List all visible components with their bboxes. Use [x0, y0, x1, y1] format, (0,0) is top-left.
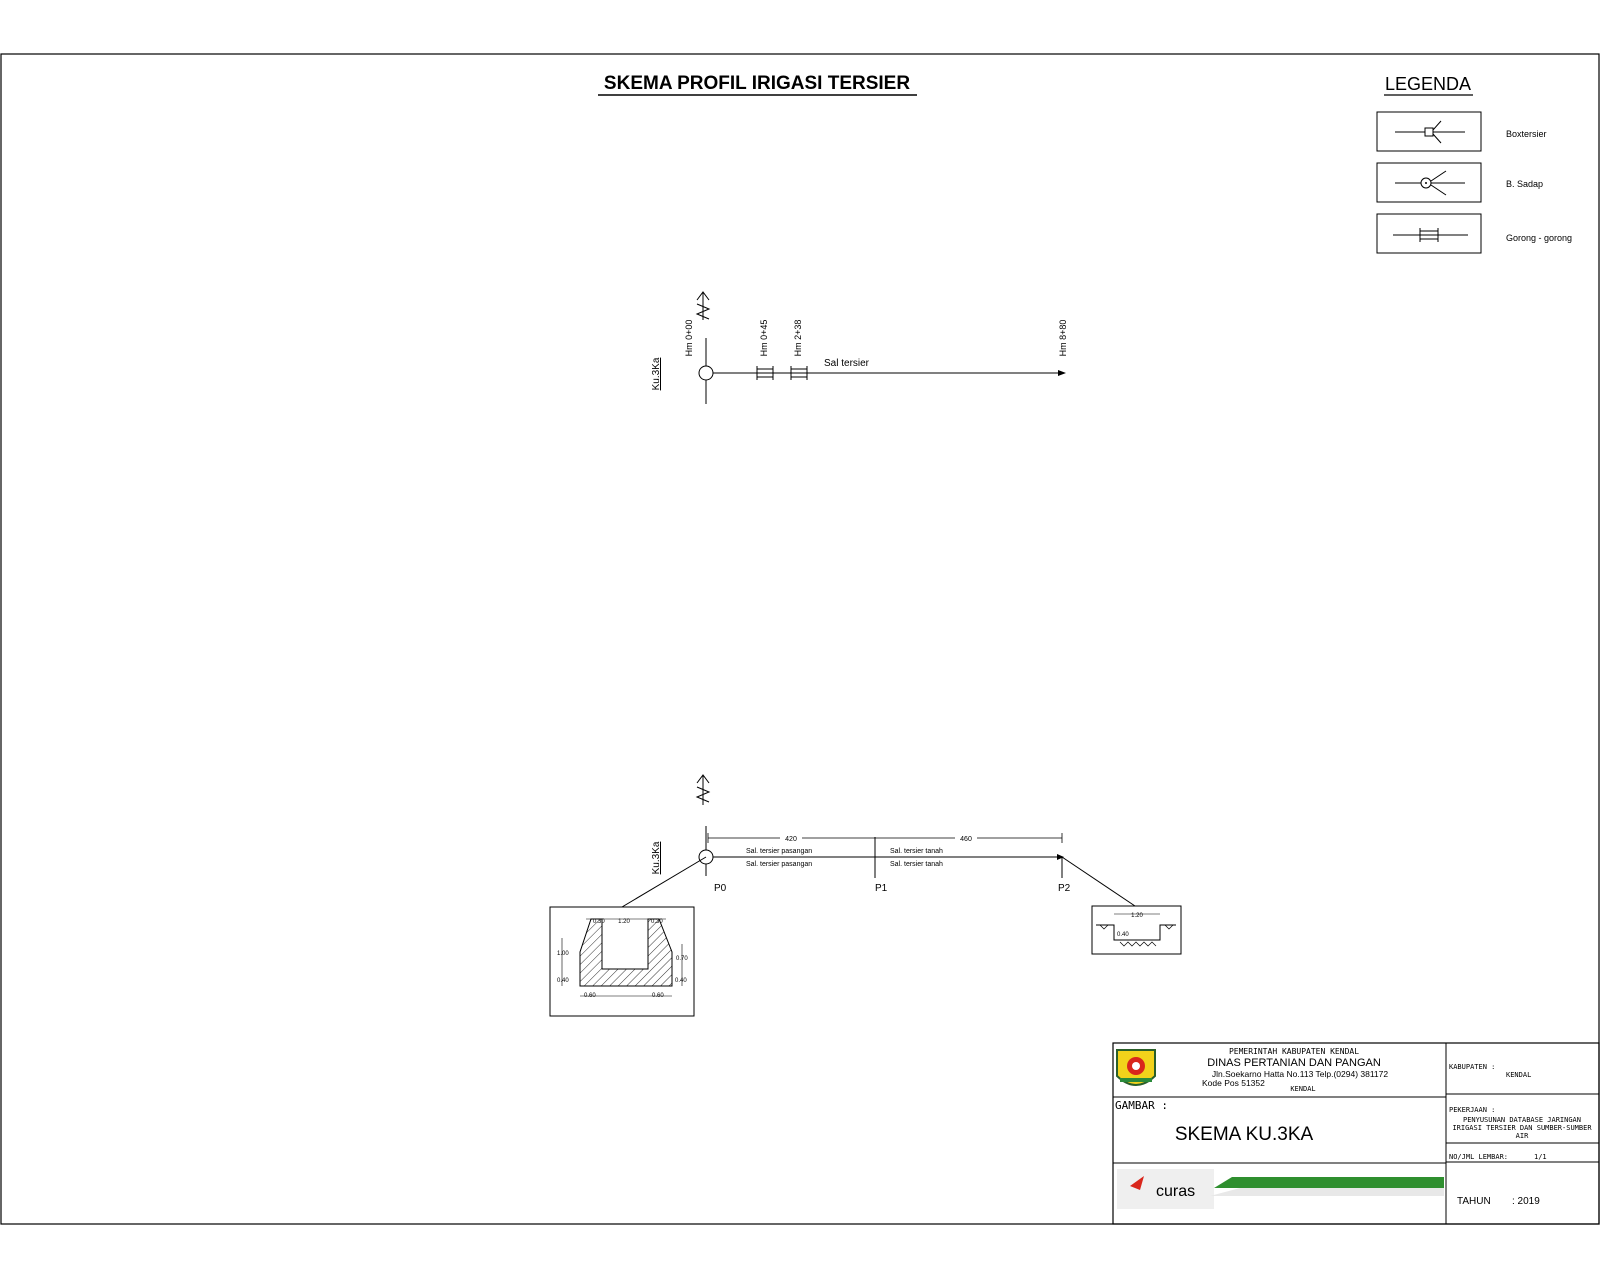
tertiary-scheme: Ku.3Ka Hm 0+00 Hm 0+45 Hm 2+38 Hm 8+80 S… [651, 291, 1068, 404]
pekerjaan-label: PEKERJAAN : [1449, 1106, 1495, 1114]
dim-left-1: 0.30 [593, 919, 605, 925]
pekerjaan-line-3: AIR [1516, 1132, 1529, 1140]
box-tersier-icon [1395, 120, 1465, 144]
point-label-p0: P0 [714, 883, 727, 894]
sheet-frame [0, 53, 1600, 1225]
profile-channel-id: Ku.3Ka [651, 841, 662, 874]
segment-note-1a: Sal. tersier pasangan [746, 848, 812, 855]
dim-right-2: 0.40 [1117, 932, 1129, 938]
consultant-logo-text: curas [1156, 1183, 1195, 1200]
consultant-logo: curas [1117, 1169, 1444, 1209]
dim-left-2: 1.20 [618, 919, 630, 925]
dim-right-1: 1.20 [1131, 913, 1143, 919]
regency-logo [1116, 1049, 1156, 1086]
intake-circle [698, 365, 714, 381]
bangunan-sadap-icon [1395, 170, 1465, 196]
legend-heading: LEGENDA [1385, 74, 1471, 94]
leader-line-right [1061, 856, 1136, 907]
segment-length-1: 420 [785, 836, 797, 843]
leader-line-left [621, 856, 707, 908]
channel-id-label: Ku.3Ka [651, 357, 662, 390]
point-label-p1: P1 [875, 883, 888, 894]
title-block: PEMERINTAH KABUPATEN KENDAL DINAS PERTAN… [1112, 1042, 1600, 1225]
agency-address: Jln.Soekarno Hatta No.113 Telp.(0294) 38… [1212, 1069, 1389, 1079]
agency-city: KENDAL [1290, 1085, 1315, 1093]
cross-section-lined: 0.30 1.20 0.30 1.00 0.70 0.40 0.40 0.60 … [549, 906, 695, 1017]
station-label-1: Hm 0+00 [684, 320, 694, 357]
station-label-2: Hm 0+45 [759, 320, 769, 357]
kabupaten-label: KABUPATEN : [1449, 1063, 1495, 1071]
kabupaten-value: KENDAL [1506, 1071, 1531, 1079]
point-label-p2: P2 [1058, 883, 1071, 894]
sheet-number-value: 1/1 [1534, 1153, 1547, 1161]
flow-arrow-icon [1058, 370, 1066, 376]
segment-note-2a: Sal. tersier tanah [890, 848, 943, 855]
tahun-value: : 2019 [1512, 1196, 1540, 1207]
channel-profile: 420 460 Sal. tersier pasangan Sal. tersi… [549, 774, 1182, 1017]
culvert-symbol-2 [790, 366, 808, 380]
station-label-4: Hm 8+80 [1058, 320, 1068, 357]
department-name: DINAS PERTANIAN DAN PANGAN [1207, 1057, 1381, 1069]
profile-flow-arrow-icon [1057, 854, 1064, 860]
legend-label-bangunan-sadap: B. Sadap [1506, 179, 1543, 189]
pekerjaan-line-1: PENYUSUNAN DATABASE JARINGAN [1463, 1116, 1581, 1124]
north-arrow-icon [695, 774, 711, 805]
dim-left-3: 0.30 [651, 919, 663, 925]
segment-note-2b: Sal. tersier tanah [890, 861, 943, 868]
legend-bangunan-sadap [1376, 162, 1482, 203]
dim-left-5: 0.70 [676, 956, 688, 962]
drawing-label: GAMBAR : [1115, 1099, 1168, 1112]
legend-culvert [1376, 213, 1482, 254]
tertiary-channel-label: Sal tersier [824, 358, 870, 369]
culvert-icon [1393, 228, 1468, 242]
dim-left-9: 0.60 [652, 993, 664, 999]
station-label-3: Hm 2+38 [793, 320, 803, 357]
postal-code: Kode Pos 51352 [1202, 1078, 1265, 1088]
legend: LEGENDA Boxtersier B. Sadap Gorong - [1376, 74, 1572, 254]
legend-label-culvert: Gorong - gorong [1506, 233, 1572, 243]
dim-left-4: 1.00 [557, 951, 569, 957]
cross-section-earth: 1.20 0.40 [1091, 905, 1182, 955]
pekerjaan-line-2: IRIGASI TERSIER DAN SUMBER-SUMBER [1452, 1124, 1592, 1132]
north-arrow-icon [695, 291, 711, 320]
segment-length-2: 460 [960, 836, 972, 843]
legend-box-tersier [1376, 111, 1482, 152]
dim-left-6: 0.40 [557, 978, 569, 984]
drawing-title: SKEMA KU.3KA [1175, 1124, 1314, 1145]
tahun-label: TAHUN [1457, 1196, 1491, 1207]
dim-left-7: 0.40 [675, 978, 687, 984]
drawing-heading: SKEMA PROFIL IRIGASI TERSIER [604, 73, 910, 94]
agency-name: PEMERINTAH KABUPATEN KENDAL [1229, 1047, 1359, 1056]
culvert-symbol-1 [756, 366, 774, 380]
segment-note-1b: Sal. tersier pasangan [746, 861, 812, 868]
sheet-number-label: NO/JML LEMBAR: [1449, 1153, 1508, 1161]
dim-left-8: 0.60 [584, 993, 596, 999]
legend-label-box-tersier: Boxtersier [1506, 129, 1547, 139]
